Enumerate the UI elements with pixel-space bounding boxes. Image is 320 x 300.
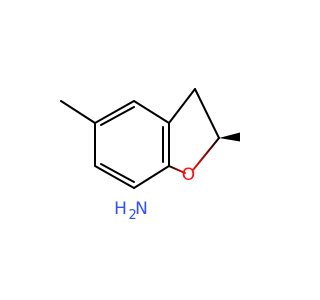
bond-o1-c7a (168, 165, 186, 174)
bond-c3-c2 (194, 88, 220, 139)
amine-n-label: N (135, 199, 148, 219)
bond-ring-c7-c6-inner (100, 163, 135, 183)
bond-c3a-c3 (168, 88, 196, 124)
molecule-canvas: O H 2 N (60, 88, 240, 223)
bond-ring-c7-c6 (94, 165, 135, 189)
bond-c2-o1 (192, 137, 220, 171)
amine-subscript: 2 (129, 208, 137, 223)
oxygen-atom-label: O (182, 165, 195, 185)
amine-h-label: H (114, 199, 127, 219)
bond-ring-c4-c3a (133, 100, 170, 124)
bond-ring-c7a-c7 (133, 165, 170, 189)
bond-methyl-5 (60, 100, 96, 124)
bond-ring-c5-c4 (94, 100, 135, 124)
molecule-structure: O H 2 N (60, 88, 240, 223)
bond-ring-c5-c4-inner (100, 106, 135, 126)
wedge-bond-methyl-2 (219, 132, 240, 142)
